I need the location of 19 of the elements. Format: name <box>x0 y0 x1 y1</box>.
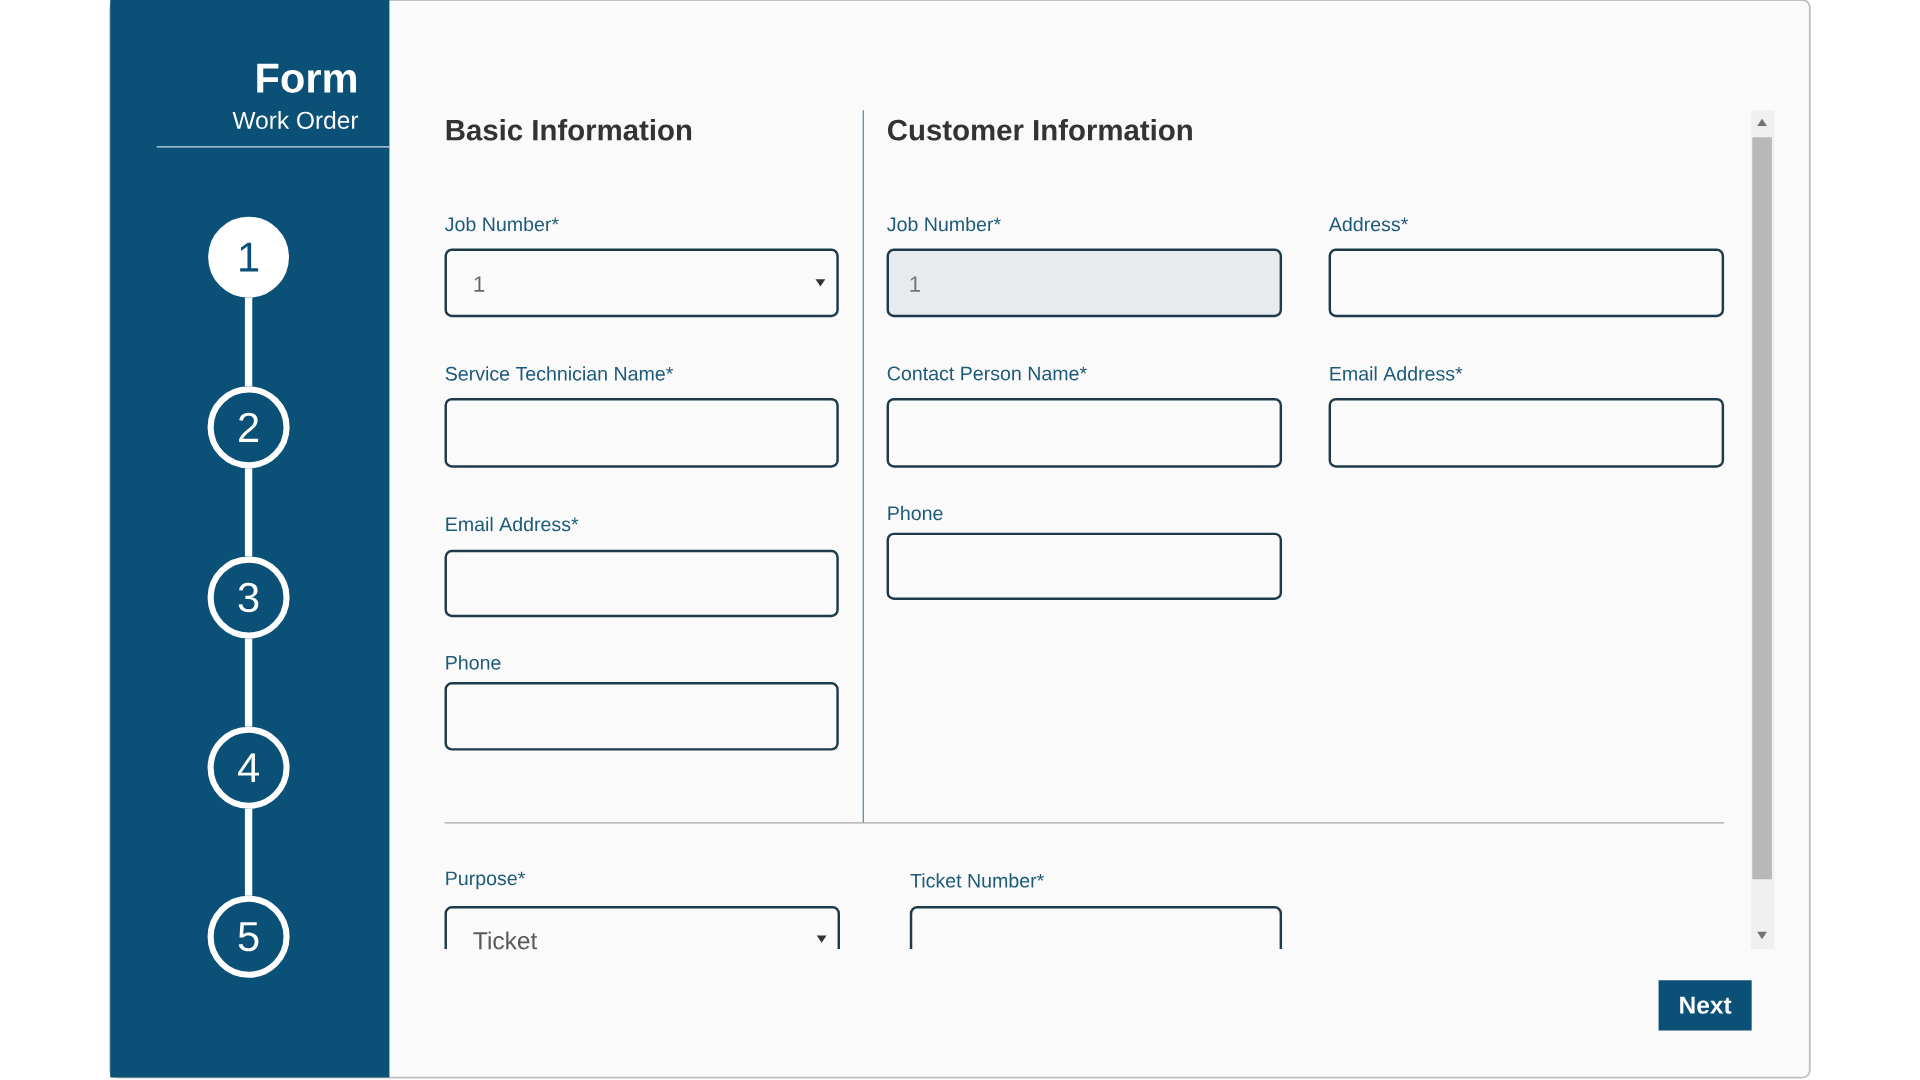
section-heading: Customer Information <box>888 119 1192 141</box>
field-label: Contact Person Name* <box>887 366 1087 381</box>
form-title: Form <box>257 63 356 93</box>
field-label: Service Technician Name* <box>445 366 674 381</box>
field-label: Phone <box>446 655 501 670</box>
dropdown-field: 1 <box>444 248 839 318</box>
field-label: Email Address* <box>1330 366 1463 381</box>
disabled-field: 1 <box>886 248 1283 318</box>
section-heading: Basic Information <box>446 119 692 141</box>
field-label: Ticket Number* <box>910 873 1044 888</box>
field-label: Job Number* <box>445 216 559 232</box>
field-label: Purpose* <box>446 871 525 890</box>
form-subtitle: Work Order <box>232 111 359 129</box>
field-label: Address* <box>1328 216 1408 232</box>
next-button: Next <box>1658 980 1752 1031</box>
field-label: Phone <box>888 505 943 521</box>
field-label: Job Number* <box>887 216 1001 232</box>
dropdown-field: Ticket <box>444 906 840 950</box>
field-label: Email Address* <box>446 516 579 532</box>
